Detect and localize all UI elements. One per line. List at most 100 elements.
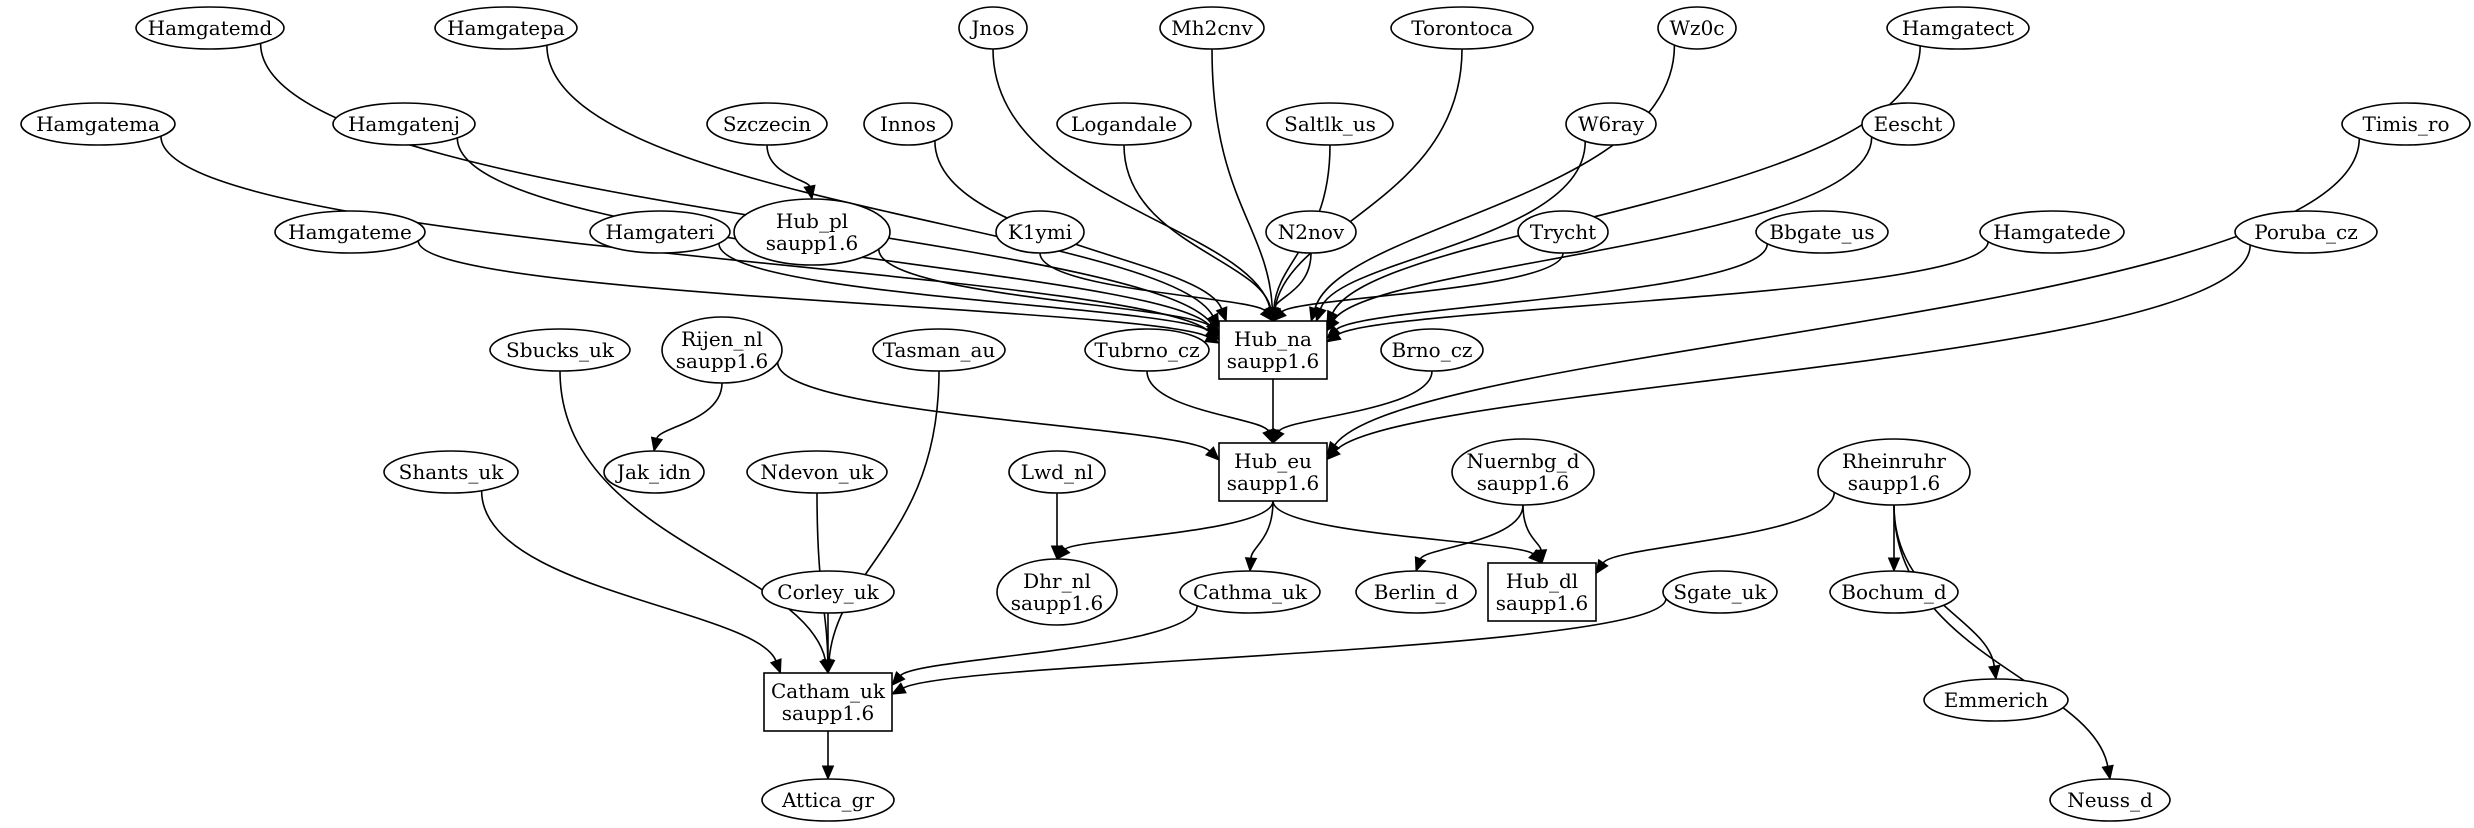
node-torontoca: Torontoca — [1390, 6, 1534, 50]
edge-line — [1319, 141, 1587, 309]
edge-wz0c-to-hub_na — [1309, 45, 1676, 323]
node-label: Eescht — [1874, 112, 1943, 136]
edge-line — [828, 370, 940, 661]
edge-hamgatede-to-hub_na — [1325, 241, 1989, 343]
edge-line — [1602, 492, 1836, 564]
node-hamgatenj: Hamgatenj — [332, 102, 476, 146]
node-label: Brno_cz — [1392, 338, 1473, 362]
arrowhead-icon — [1272, 306, 1287, 322]
node-ellipse — [603, 450, 705, 494]
edge-bbgate_us-to-hub_na — [1326, 243, 1769, 340]
edge-tasman_au-to-catham_uk — [822, 370, 940, 675]
edge-line — [1064, 500, 1274, 550]
node-label: Hub_na — [1234, 327, 1312, 351]
arrowhead-icon — [821, 765, 835, 781]
node-label: Bochum_d — [1841, 580, 1947, 604]
node-label: Hub_pl — [776, 209, 848, 233]
node-ellipse — [1390, 6, 1534, 50]
node-label: Jak_idn — [615, 460, 691, 484]
node-label: Hamgatenj — [348, 112, 460, 136]
node-ellipse — [1179, 570, 1321, 614]
edge-line — [1039, 252, 1266, 312]
node-label: Hamgatepa — [447, 16, 565, 40]
arrowhead-icon — [1244, 557, 1258, 573]
arrowhead-icon — [769, 658, 782, 675]
node-label: Trycht — [1530, 220, 1596, 244]
node-ellipse — [2234, 210, 2378, 254]
node-ellipse — [2341, 102, 2471, 146]
node-ellipse — [872, 328, 1006, 372]
node-label: saupp1.6 — [1011, 591, 1103, 615]
node-ellipse — [1008, 450, 1106, 494]
node-wz0c: Wz0c — [1657, 6, 1737, 50]
arrowhead-icon — [1272, 428, 1285, 445]
node-hamgatemd: Hamgatemd — [135, 6, 285, 50]
edge-timis_ro-to-hub_eu — [1326, 138, 2361, 457]
node-k1ymi: K1ymi — [995, 210, 1085, 254]
node-label: Mh2cnv — [1171, 16, 1253, 40]
edge-line — [1334, 138, 2361, 446]
edge-hub_eu-to-dhr_nl — [1056, 500, 1274, 560]
edge-line — [1333, 136, 1873, 321]
edge-cathma_uk-to-catham_uk — [891, 605, 1198, 687]
node-innos: Innos — [863, 102, 953, 146]
arrowhead-icon — [1595, 558, 1609, 575]
node-label: Jnos — [969, 16, 1014, 40]
edge-nuernbg_d-to-hub_dl — [1522, 504, 1548, 565]
node-hamgatema: Hamgatema — [20, 102, 176, 146]
node-ellipse — [996, 558, 1118, 626]
node-tubrno-cz: Tubrno_cz — [1084, 328, 1210, 372]
edge-hub_eu-to-hub_dl — [1272, 500, 1543, 564]
node-label: Tasman_au — [883, 338, 996, 362]
arrowhead-icon — [1988, 664, 2001, 681]
node-berlin-d: Berlin_d — [1355, 570, 1477, 614]
node-ndevon-uk: Ndevon_uk — [746, 450, 888, 494]
node-label: saupp1.6 — [676, 349, 768, 373]
node-ellipse — [706, 102, 828, 146]
arrowhead-icon — [1205, 321, 1220, 338]
node-hamgatede: Hamgatede — [1979, 210, 2125, 254]
edge-w6ray-to-hub_na — [1314, 141, 1587, 323]
node-label: Hamgatema — [36, 112, 160, 136]
node-box — [1218, 320, 1328, 380]
node-ellipse — [761, 778, 895, 822]
node-logandale: Logandale — [1056, 102, 1192, 146]
node-ellipse — [1829, 570, 1959, 614]
node-ellipse — [761, 570, 895, 614]
node-ellipse — [332, 102, 476, 146]
node-label: Ndevon_uk — [760, 460, 874, 484]
node-label: Lwd_nl — [1021, 460, 1093, 484]
node-ellipse — [1886, 6, 2030, 50]
node-bbgate-us: Bbgate_us — [1755, 210, 1889, 254]
node-label: Tubrno_cz — [1094, 338, 1199, 362]
edge-line — [559, 370, 827, 661]
node-label: Innos — [880, 112, 936, 136]
node-ellipse — [1565, 102, 1657, 146]
edge-line — [1274, 48, 1463, 309]
node-ellipse — [434, 6, 578, 50]
node-ellipse — [383, 450, 519, 494]
node-label: saupp1.6 — [1477, 471, 1569, 495]
node-eescht: Eescht — [1861, 102, 1955, 146]
node-label: Rijen_nl — [681, 327, 763, 351]
node-label: Sbucks_uk — [506, 338, 615, 362]
edge-poruba_cz-to-hub_eu — [1326, 244, 2251, 461]
edge-line — [1211, 48, 1274, 309]
node-label: Attica_gr — [781, 788, 874, 812]
edge-line — [1335, 244, 2251, 451]
node-label: Emmerich — [1944, 688, 2049, 712]
edges-layer — [160, 43, 2361, 781]
edge-sgate_uk-to-catham_uk — [890, 598, 1667, 695]
node-label: Nuernbg_d — [1466, 449, 1579, 473]
arrowhead-icon — [1534, 549, 1548, 565]
edge-rijen_nl-to-hub_eu — [776, 362, 1220, 461]
arrowhead-icon — [891, 671, 906, 687]
node-label: Hub_dl — [1506, 569, 1578, 593]
node-label: W6ray — [1578, 112, 1645, 136]
node-label: Hamgateme — [288, 220, 412, 244]
